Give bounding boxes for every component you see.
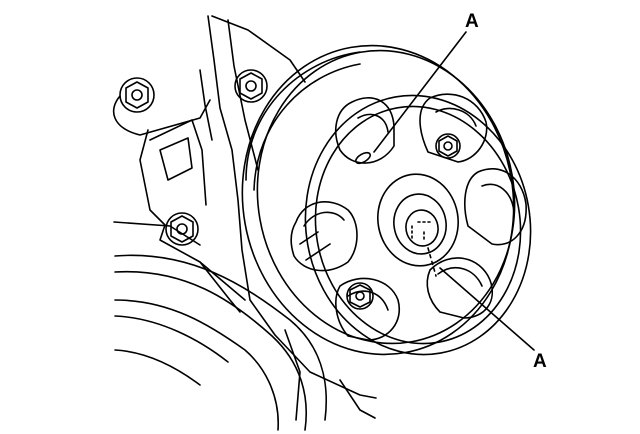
engine-housing [112,15,377,431]
bracket-bolt-upper-left [119,77,155,113]
pulley-hole [419,93,488,163]
callout-label-bottom: A [533,351,547,372]
callout-label-top: A [465,11,479,32]
bracket-bolt-upper-right [234,69,268,103]
callout-leaders [373,31,535,351]
reference-mark-bottom [427,247,437,277]
pulley-hole [290,201,358,272]
leader-line-top [373,31,467,153]
pulley-bolt-lower [346,282,374,310]
pulley-hole [426,257,494,319]
reference-mark-top [354,151,372,165]
pulley-hole [335,277,401,341]
pulley-bolt-upper [435,133,461,159]
pulley-hole [464,167,527,246]
pulley-hole [334,97,395,164]
pulley-hub [377,173,459,267]
bracket-bolt-lower [165,212,199,246]
leader-line-bottom [439,267,535,351]
pulley-face [290,93,532,356]
